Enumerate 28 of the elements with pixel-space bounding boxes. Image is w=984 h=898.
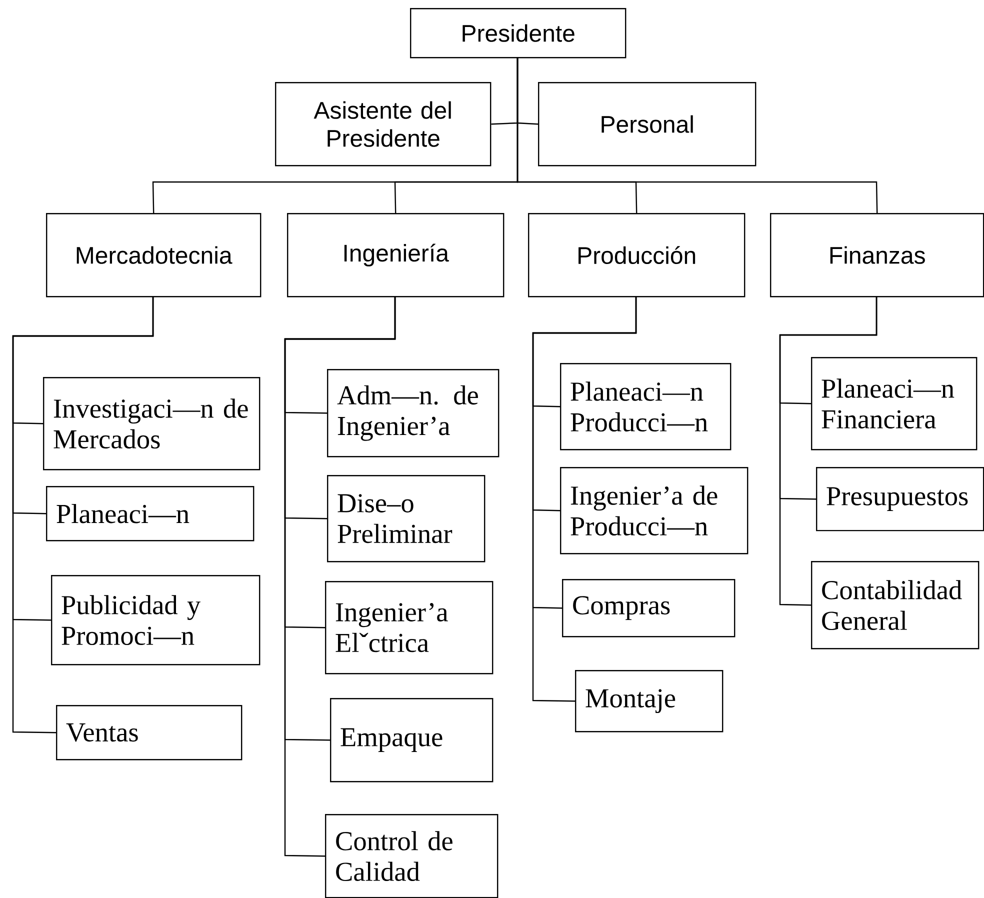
org-box: Ventas xyxy=(56,705,242,760)
org-box: Compras xyxy=(562,579,736,638)
org-box: Investigaci—n de Mercados xyxy=(43,377,260,470)
org-box: Personal xyxy=(538,82,756,166)
org-box: Ingenier’a de Producci—n xyxy=(560,467,748,554)
org-box: Mercadotecnia xyxy=(46,213,262,298)
org-box: Asistente del Presidente xyxy=(275,82,492,166)
org-box: Control de Calidad xyxy=(325,814,498,898)
org-box: Ingenier’a Elˇctrica xyxy=(325,581,494,674)
org-box: Presupuestos xyxy=(816,467,984,532)
connector-line xyxy=(779,296,878,606)
org-box: Planeaci—n Producci—n xyxy=(560,363,732,450)
org-box: Finanzas xyxy=(770,213,984,298)
org-box: Producción xyxy=(528,213,746,298)
org-box: Contabilidad General xyxy=(811,561,980,650)
connector-line xyxy=(12,296,154,734)
connector-line xyxy=(516,57,878,213)
org-box: Publicidad y Promoci—n xyxy=(51,575,260,666)
org-box: Dise–o Preliminar xyxy=(327,475,486,562)
connector-line xyxy=(532,296,637,702)
org-box: Planeaci—n Financiera xyxy=(811,357,978,450)
org-box: Adm—n. de Ingenier’a xyxy=(327,369,500,458)
org-box: Presidente xyxy=(410,8,626,58)
org-box: Ingeniería xyxy=(287,213,504,298)
connector-line xyxy=(284,296,396,857)
org-box: Planeaci—n xyxy=(46,486,254,542)
org-box: Montaje xyxy=(575,670,724,732)
org-box: Empaque xyxy=(330,698,494,782)
